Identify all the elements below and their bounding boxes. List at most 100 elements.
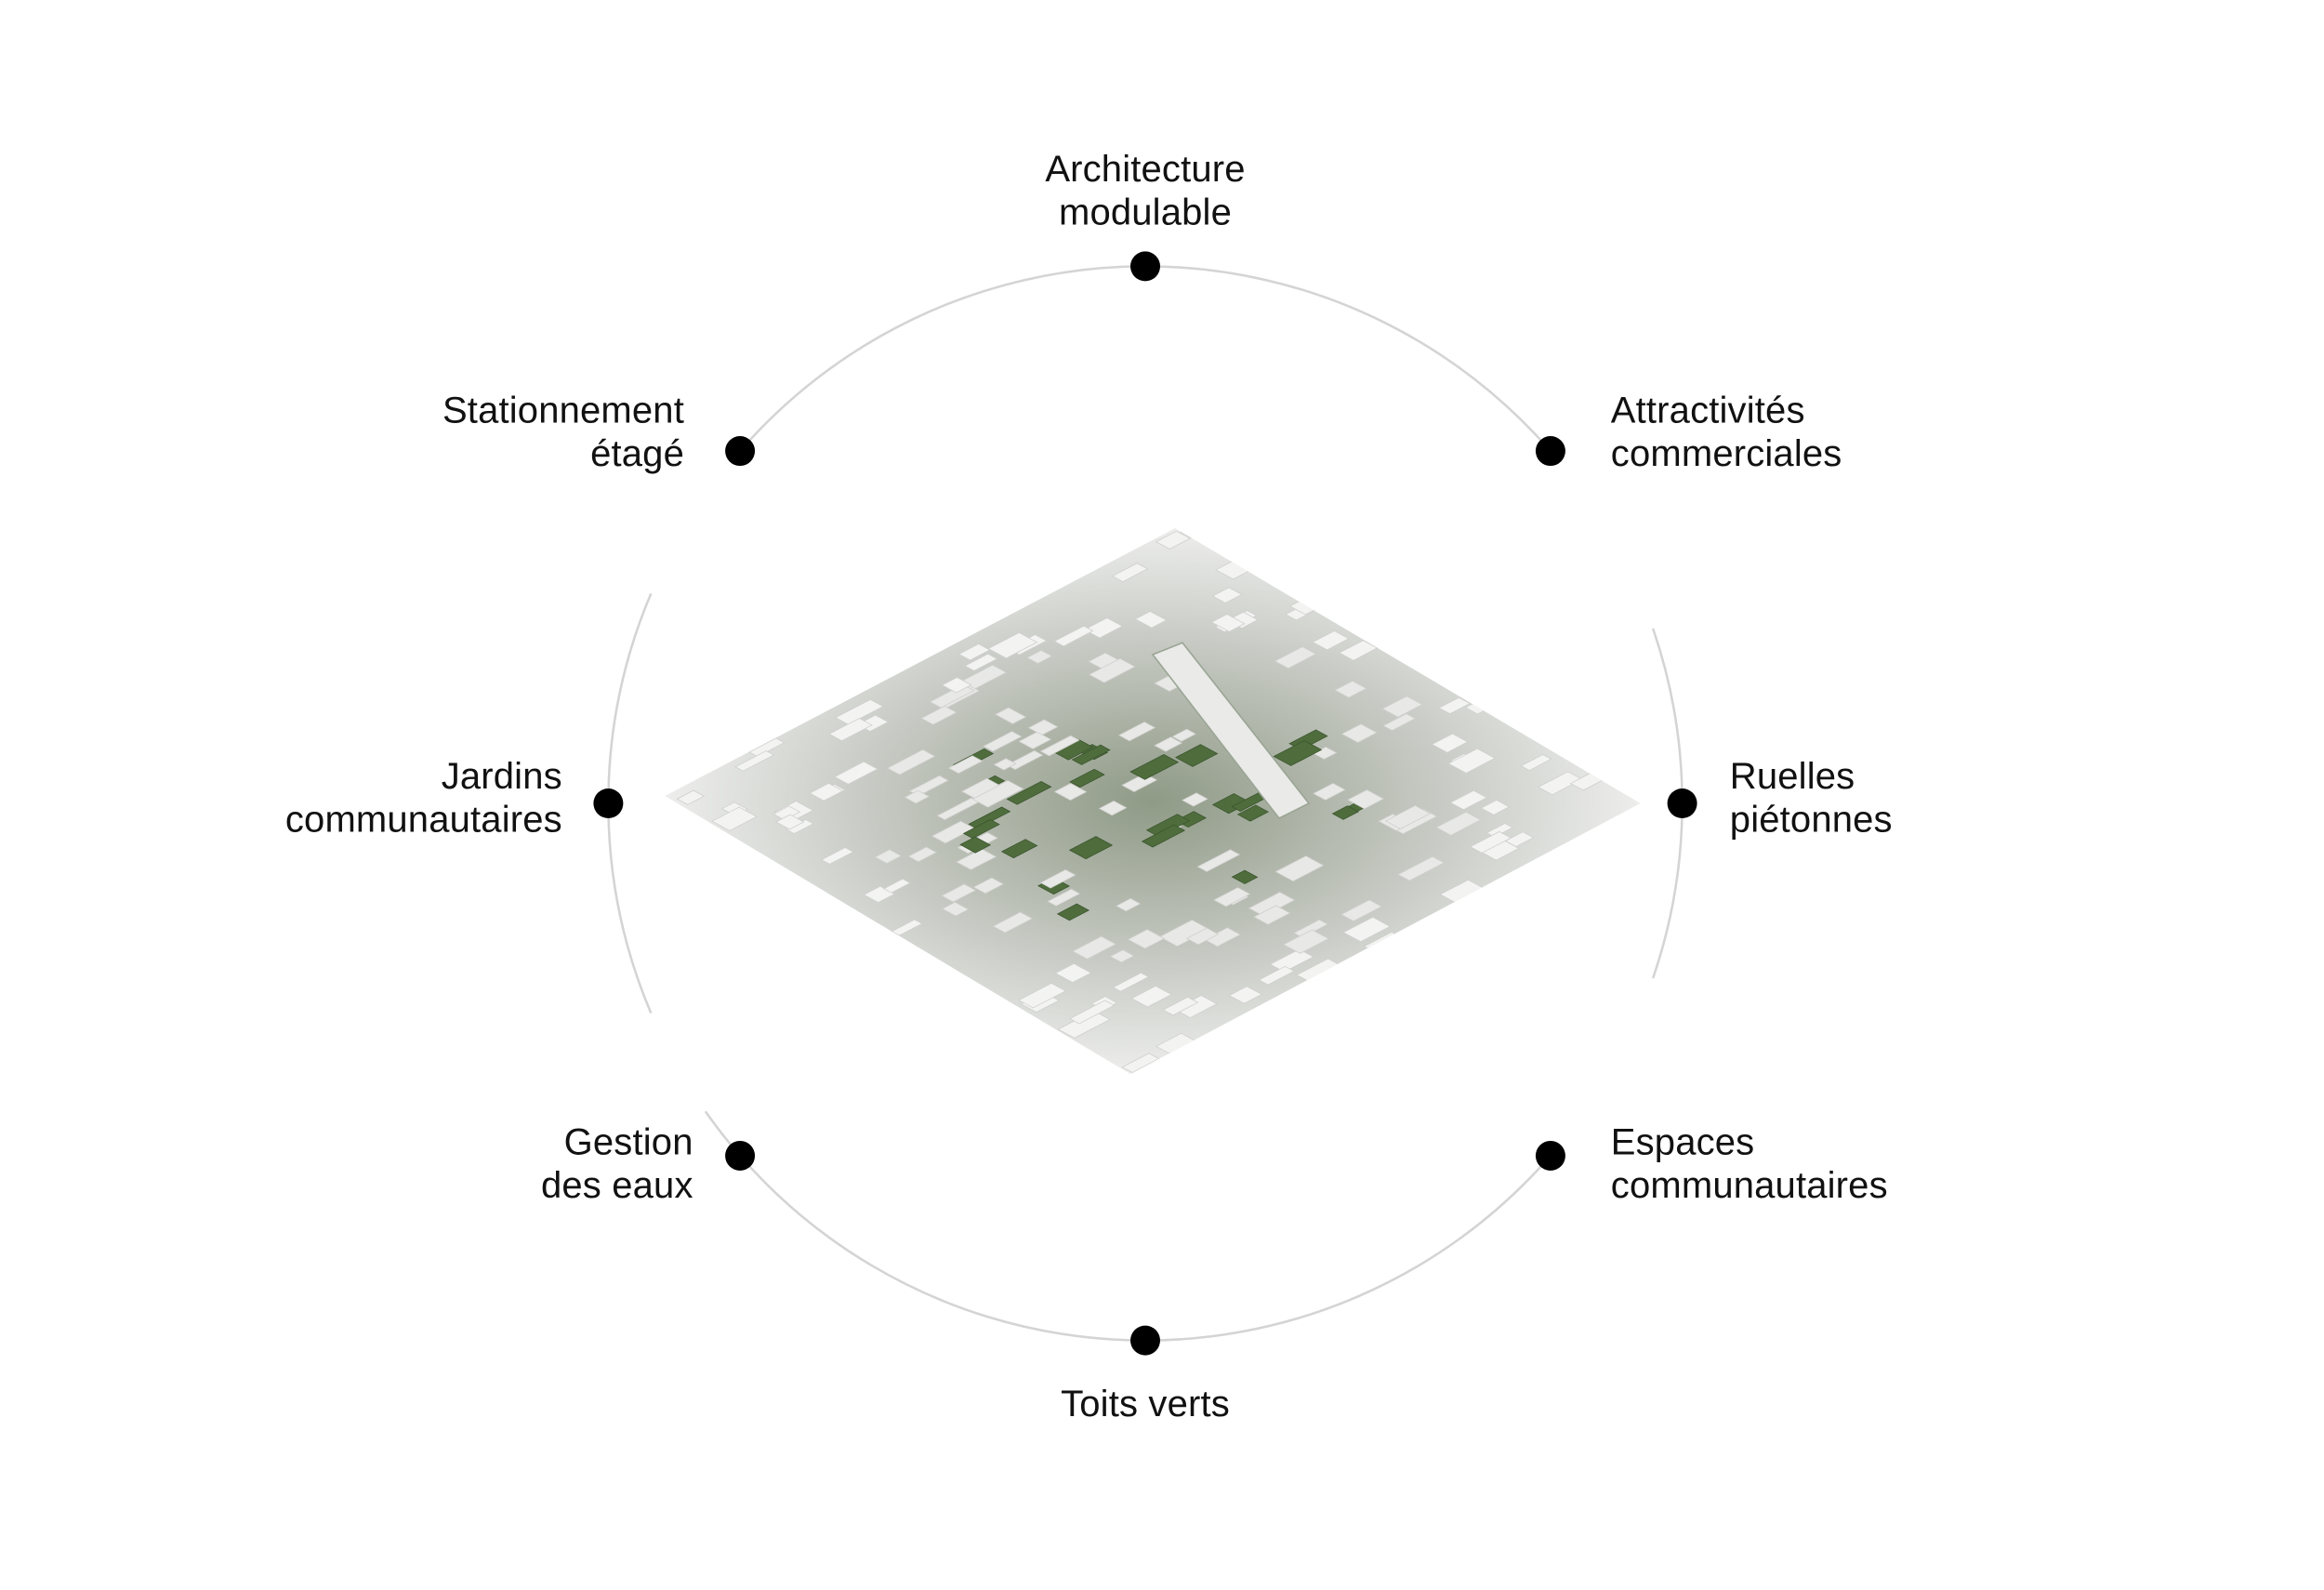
building-block <box>947 755 984 775</box>
building-block <box>1182 792 1208 807</box>
building-block <box>1381 696 1423 718</box>
node-dot-toits <box>1130 1325 1160 1356</box>
building-block <box>1117 722 1156 742</box>
tree-cluster <box>1071 744 1111 765</box>
building-block <box>907 846 938 863</box>
building-block <box>1347 789 1385 810</box>
tree-cluster <box>1129 753 1180 780</box>
building-block <box>1258 965 1295 986</box>
building-block <box>1162 996 1199 1016</box>
building-block <box>1283 929 1329 954</box>
building-block <box>1253 905 1291 925</box>
building-block <box>734 750 775 772</box>
building-block <box>748 737 786 758</box>
building-block <box>1047 888 1081 907</box>
building-block <box>886 749 936 775</box>
ring-arc <box>704 1110 1546 1342</box>
building-block <box>883 878 911 894</box>
building-block <box>1203 927 1241 947</box>
building-block <box>1340 899 1383 922</box>
building-block <box>964 653 998 671</box>
building-block <box>1069 1000 1116 1025</box>
long-building <box>1151 642 1311 820</box>
tree-cluster <box>1069 768 1105 788</box>
building-block <box>1469 830 1512 854</box>
building-block <box>1098 800 1128 816</box>
tree-cluster <box>1056 903 1090 921</box>
building-block <box>1134 611 1168 629</box>
ring-arc <box>739 265 1552 452</box>
building-block <box>891 919 923 936</box>
building-block <box>1026 650 1053 664</box>
node-dot-stationnement <box>725 436 756 467</box>
building-block <box>1006 749 1044 771</box>
building-block <box>1018 731 1052 749</box>
building-block <box>1054 962 1092 984</box>
building-block <box>1213 887 1251 908</box>
building-block <box>820 847 854 865</box>
tree-cluster <box>1231 869 1259 884</box>
building-block <box>904 789 931 804</box>
building-block <box>1464 690 1511 715</box>
building-block <box>1109 949 1135 963</box>
building-block <box>960 777 1000 799</box>
building-block <box>1382 713 1417 732</box>
tree-cluster <box>959 836 992 854</box>
building-block <box>828 718 873 742</box>
building-block <box>1274 646 1317 669</box>
tree-cluster <box>1174 744 1219 767</box>
building-block <box>972 877 1005 894</box>
building-block <box>834 698 884 725</box>
building-block <box>941 883 977 903</box>
tree-cluster <box>1141 824 1186 848</box>
building-block <box>1504 831 1535 847</box>
building-block <box>1384 805 1431 829</box>
building-block <box>1088 657 1136 683</box>
building-block <box>1480 799 1511 815</box>
building-block <box>809 782 844 802</box>
tree-cluster <box>1068 836 1114 860</box>
node-dot-architecture <box>1130 251 1160 282</box>
building-block <box>956 848 997 870</box>
building-block <box>1053 625 1094 647</box>
building-block <box>1130 985 1172 1008</box>
building-block <box>1342 916 1392 943</box>
building-block <box>1438 696 1471 715</box>
tree-cluster <box>962 819 1000 839</box>
building-block <box>1196 849 1241 872</box>
tree-cluster <box>1331 805 1360 820</box>
building-block <box>1171 728 1196 742</box>
building-block <box>1338 640 1379 661</box>
building-block <box>1248 892 1296 917</box>
aerial-site-map <box>665 528 1641 1075</box>
building-block <box>1313 783 1346 801</box>
building-block <box>1121 1053 1160 1073</box>
building-block <box>1431 733 1469 753</box>
node-dot-gestion <box>725 1140 756 1171</box>
building-block <box>1053 783 1088 802</box>
tree-cluster <box>968 806 1011 829</box>
building-block <box>1185 927 1220 946</box>
building-block <box>1449 789 1488 811</box>
building-block <box>1116 897 1142 912</box>
building-block <box>1112 972 1150 992</box>
building-block <box>1228 986 1263 1004</box>
building-block <box>1340 723 1378 743</box>
building-block <box>957 643 991 661</box>
building-block <box>1435 811 1482 836</box>
node-dot-ruelles <box>1667 788 1697 818</box>
building-block <box>1312 630 1350 651</box>
node-dot-jardins <box>593 788 624 818</box>
tree-cluster <box>1000 839 1038 859</box>
building-block <box>774 814 805 830</box>
node-dot-attractivites <box>1535 436 1565 467</box>
tree-cluster <box>1273 740 1323 766</box>
building-block <box>1039 868 1076 889</box>
building-block <box>772 805 801 821</box>
building-block <box>992 911 1034 934</box>
building-block <box>1211 587 1243 603</box>
